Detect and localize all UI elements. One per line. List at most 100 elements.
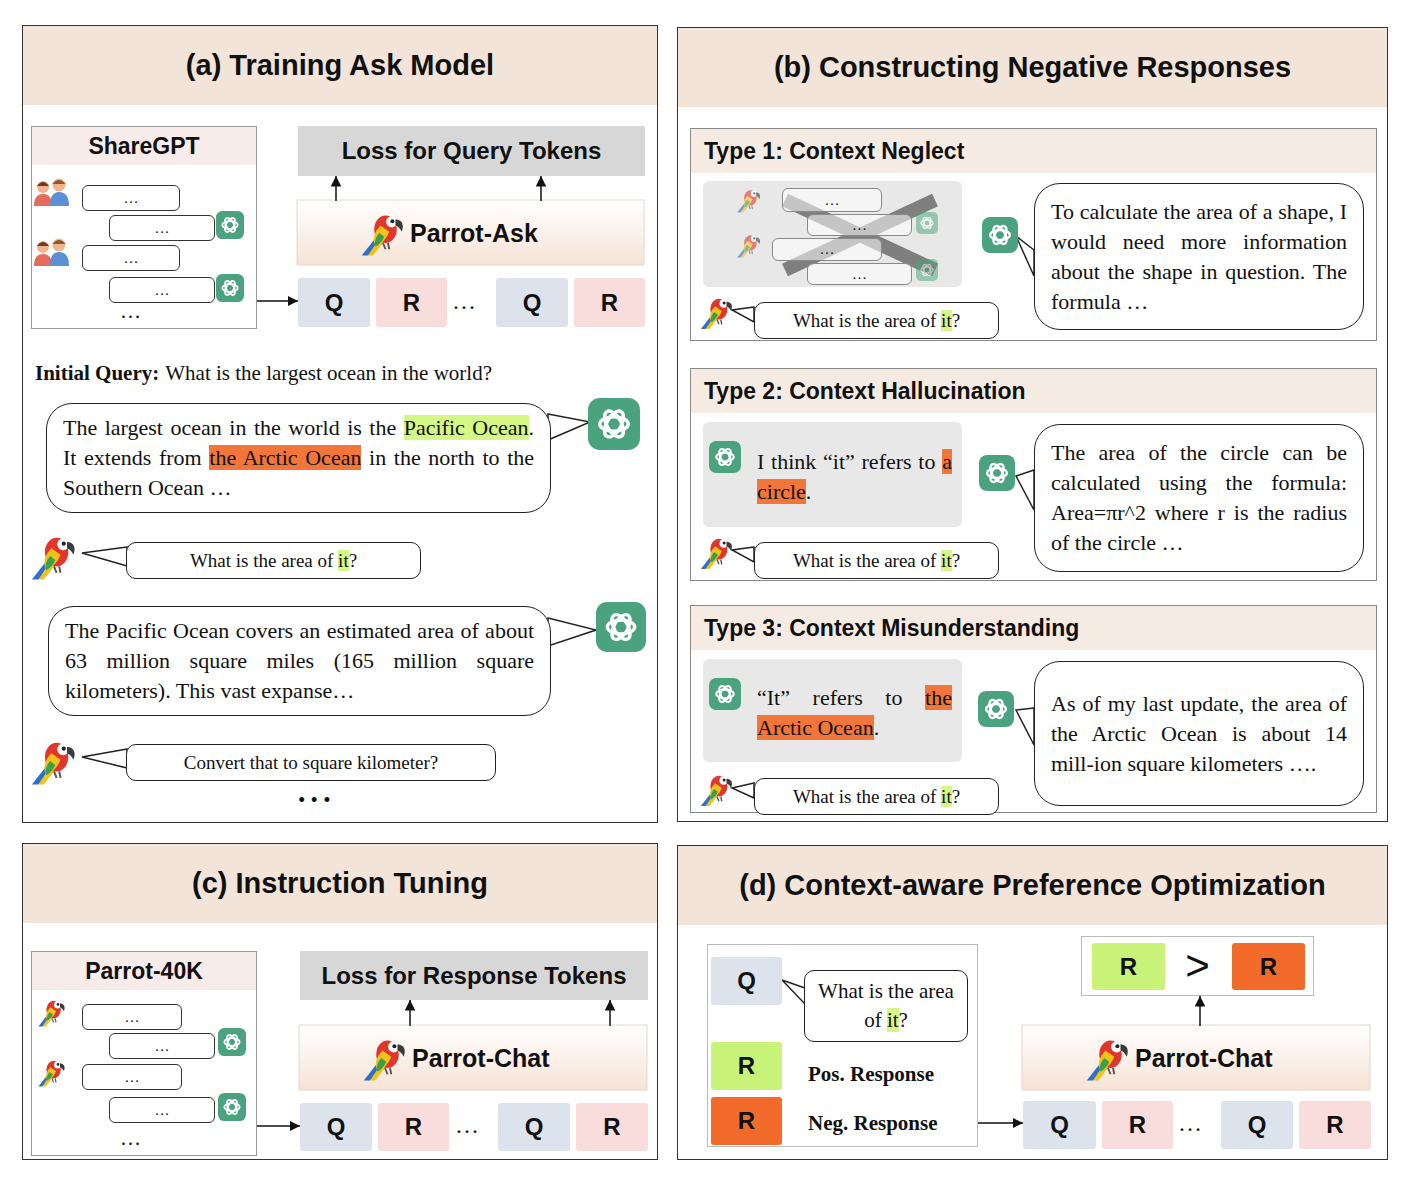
response-token-text: R bbox=[1299, 1111, 1371, 1139]
label: … bbox=[452, 288, 476, 315]
panel-text: (a) Training Ask Model bbox=[23, 26, 657, 105]
arrow bbox=[257, 1125, 300, 1127]
positive-response-text: R bbox=[1092, 953, 1165, 981]
neglected-bubble-text: … bbox=[808, 266, 911, 283]
response-bubble: As of my last update, the area of the Ar… bbox=[1034, 661, 1364, 806]
query-token-text: Q bbox=[1221, 1111, 1293, 1139]
query-token: Q bbox=[1023, 1101, 1096, 1149]
panel: (b) Constructing Negative ResponsesType … bbox=[677, 27, 1388, 822]
chat-bubble: … bbox=[109, 277, 215, 303]
response-bubble-text: To calculate the area of a shape, I woul… bbox=[1051, 197, 1347, 317]
query-token: Q bbox=[300, 1103, 372, 1151]
negative-response: R bbox=[1232, 943, 1305, 990]
label: What is the largest ocean in the world? bbox=[165, 361, 492, 386]
user-bubble-text: it bbox=[941, 550, 952, 571]
arrow bbox=[335, 176, 337, 201]
positive-response: R bbox=[1092, 943, 1165, 990]
negative-response-text: R bbox=[1232, 953, 1305, 981]
panel-text: (b) Constructing Negative Responses bbox=[678, 28, 1387, 107]
comparison-box: >RR bbox=[1081, 936, 1314, 996]
chat-bubble: … bbox=[109, 215, 215, 241]
dataset-box-text: … bbox=[120, 1126, 141, 1151]
response-bubble-text: Pacific Ocean bbox=[404, 415, 529, 440]
user-bubble-text: ? bbox=[899, 1008, 908, 1032]
person-icon bbox=[34, 179, 69, 267]
type-box-text: Type 3: Context Misunderstanding bbox=[691, 606, 1376, 650]
user-bubble-text: What is the area of bbox=[818, 979, 954, 1032]
response-token-text: R bbox=[378, 1113, 449, 1141]
type-box: Type 2: Context HallucinationI think “it… bbox=[690, 368, 1377, 581]
context-box-text: “It” refers to bbox=[757, 685, 902, 710]
user-bubble: Convert that to square kilometer? bbox=[126, 744, 496, 781]
chat-bubble-text: … bbox=[110, 1102, 214, 1119]
query-token: Q bbox=[298, 278, 370, 327]
neglected-bubble: … bbox=[807, 214, 912, 236]
response-token: R bbox=[376, 278, 447, 327]
response-bubble: To calculate the area of a shape, I woul… bbox=[1034, 183, 1364, 330]
legend-box-text: Neg. Response bbox=[808, 1111, 938, 1136]
type-box-text: Type 1: Context Neglect bbox=[691, 129, 1376, 173]
chat-bubble-text: … bbox=[110, 220, 214, 237]
user-bubble-text: it bbox=[338, 550, 349, 571]
model-box: Parrot-Chat bbox=[1023, 1026, 1371, 1091]
chat-bubble: … bbox=[82, 1064, 182, 1090]
neglected-bubble: … bbox=[782, 188, 882, 212]
dataset-box: ShareGPT…………… bbox=[31, 126, 257, 329]
arrow bbox=[609, 1000, 611, 1026]
user-bubble-text: What is the area of bbox=[793, 550, 936, 571]
user-bubble-text: it bbox=[941, 310, 952, 331]
model-box-text: Parrot-Ask bbox=[410, 219, 538, 248]
dataset-box: Parrot-40K…………… bbox=[31, 951, 257, 1156]
response-token: R bbox=[378, 1103, 449, 1151]
query-token: Q bbox=[1221, 1101, 1293, 1149]
response-bubble-text: As of my last update, the area of the Ar… bbox=[1051, 689, 1347, 779]
positive-response-text: R bbox=[711, 1052, 782, 1080]
response-bubble: The largest ocean in the world is the Pa… bbox=[46, 403, 551, 513]
user-bubble-text: it bbox=[941, 786, 952, 807]
dataset-box-text: ShareGPT bbox=[32, 127, 256, 165]
context-box: “It” refers to the Arctic Ocean. bbox=[705, 661, 964, 764]
panel: (a) Training Ask ModelShareGPT … … … … … Loss … bbox=[22, 25, 658, 823]
panel: (d) Context-aware Preference Optimizatio… bbox=[677, 845, 1388, 1160]
query-token-text: Q bbox=[496, 289, 568, 317]
query-token-text: Q bbox=[711, 967, 782, 995]
context-area bbox=[703, 181, 962, 762]
dataset-box-text: Parrot-40K bbox=[32, 952, 256, 990]
legend-box-text: Pos. Response bbox=[808, 1062, 934, 1087]
neglected-bubble: … bbox=[807, 263, 912, 285]
chat-bubble-text: … bbox=[83, 250, 179, 267]
response-token-text: R bbox=[576, 1113, 648, 1141]
arrow bbox=[540, 176, 542, 201]
neglected-bubble-text: … bbox=[808, 217, 911, 234]
user-bubble: What is the area of it? bbox=[804, 970, 968, 1042]
response-token: R bbox=[574, 278, 645, 327]
type-box-text: Type 2: Context Hallucination bbox=[691, 369, 1376, 413]
neglected-bubble: … bbox=[772, 238, 882, 261]
type-box: Type 3: Context Misunderstanding “It” ref… bbox=[690, 605, 1377, 813]
arrow bbox=[978, 1122, 1023, 1124]
query-token-text: Q bbox=[1023, 1111, 1096, 1139]
response-token: R bbox=[1299, 1101, 1371, 1149]
user-bubble-text: ? bbox=[952, 310, 960, 331]
query-token-text: Q bbox=[498, 1113, 570, 1141]
model-box-text: Parrot-Chat bbox=[1135, 1044, 1273, 1073]
response-bubble-text: The largest ocean in the world is the bbox=[63, 415, 396, 440]
response-token-text: R bbox=[574, 289, 645, 317]
chat-bubble-text: … bbox=[83, 1069, 181, 1086]
chat-bubble: … bbox=[109, 1097, 215, 1123]
response-bubble: The Pacific Ocean covers an estimated ar… bbox=[48, 606, 551, 716]
loss-box-text: Loss for Query Tokens bbox=[298, 137, 645, 165]
panel: (c) Instruction TuningParrot-40K……………Los… bbox=[22, 843, 658, 1160]
arrow bbox=[257, 300, 298, 302]
user-bubble-text: What is the area of bbox=[793, 786, 936, 807]
label: Initial Query: bbox=[35, 361, 159, 386]
type-box: Type 1: Context Neglect … … … … What is the a… bbox=[690, 128, 1377, 341]
user-bubble-text: What is the area of bbox=[793, 310, 936, 331]
label: … bbox=[455, 1112, 479, 1139]
chat-bubble-text: … bbox=[83, 190, 179, 207]
query-token-text: Q bbox=[300, 1113, 372, 1141]
model-box-text: Parrot-Chat bbox=[412, 1044, 550, 1073]
chat-bubble-text: … bbox=[110, 1038, 214, 1055]
